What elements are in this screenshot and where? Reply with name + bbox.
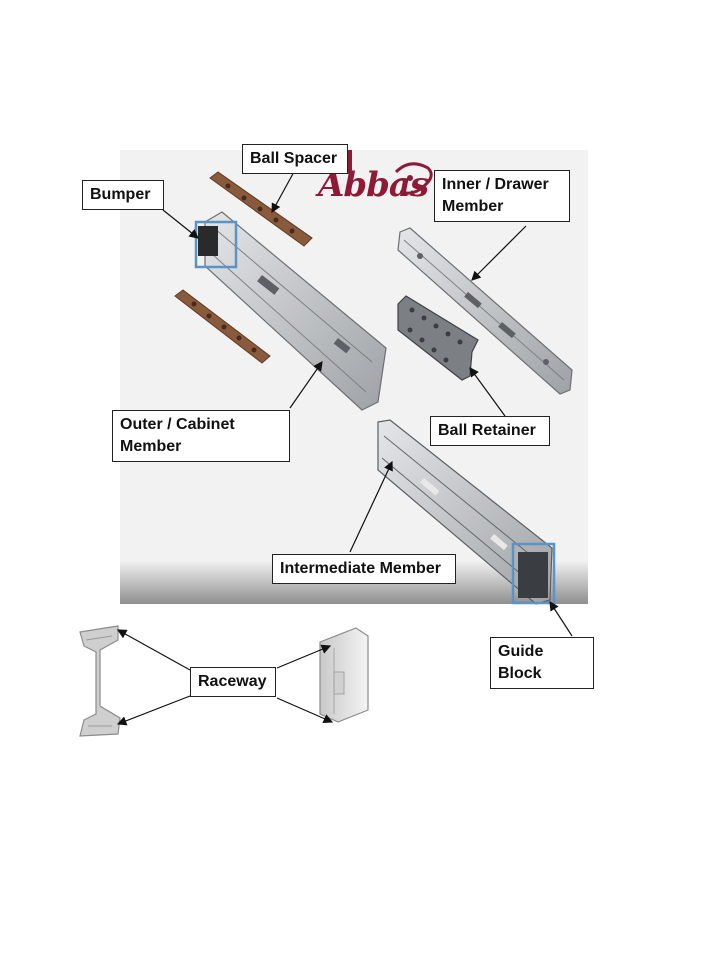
raceway-block-right bbox=[319, 627, 369, 723]
bumper-highlight bbox=[194, 220, 238, 269]
label-ball-retainer: Ball Retainer bbox=[430, 416, 550, 446]
label-bumper-text: Bumper bbox=[90, 186, 151, 203]
label-inner-drawer-line1: Inner / Drawer bbox=[442, 176, 549, 193]
label-inner-drawer-line2: Member bbox=[442, 198, 504, 215]
label-outer-cabinet-member: Outer / Cabinet Member bbox=[112, 410, 290, 462]
leader-lines bbox=[116, 169, 573, 726]
label-ball-spacer: Ball Spacer bbox=[242, 144, 348, 174]
ball-spacer-top bbox=[209, 171, 313, 247]
ball-spacer-bottom bbox=[174, 289, 271, 364]
label-guide-block: Guide Block bbox=[490, 637, 594, 689]
label-raceway: Raceway bbox=[190, 667, 276, 697]
label-outer-cabinet-line1: Outer / Cabinet bbox=[120, 416, 235, 433]
label-inner-drawer-member: Inner / Drawer Member bbox=[434, 170, 570, 222]
label-guide-block-text: Guide Block bbox=[498, 643, 544, 682]
label-bumper: Bumper bbox=[82, 180, 164, 210]
label-intermediate-member-text: Intermediate Member bbox=[280, 560, 441, 577]
label-ball-spacer-text: Ball Spacer bbox=[250, 150, 338, 167]
inner-drawer-member bbox=[397, 227, 573, 395]
label-intermediate-member: Intermediate Member bbox=[272, 554, 456, 584]
label-raceway-text: Raceway bbox=[198, 673, 267, 690]
guide-block-highlight bbox=[511, 542, 556, 605]
label-ball-retainer-text: Ball Retainer bbox=[438, 422, 536, 439]
label-outer-cabinet-line2: Member bbox=[120, 438, 182, 455]
ball-retainer bbox=[397, 295, 479, 381]
raceway-clip-left bbox=[79, 625, 121, 737]
